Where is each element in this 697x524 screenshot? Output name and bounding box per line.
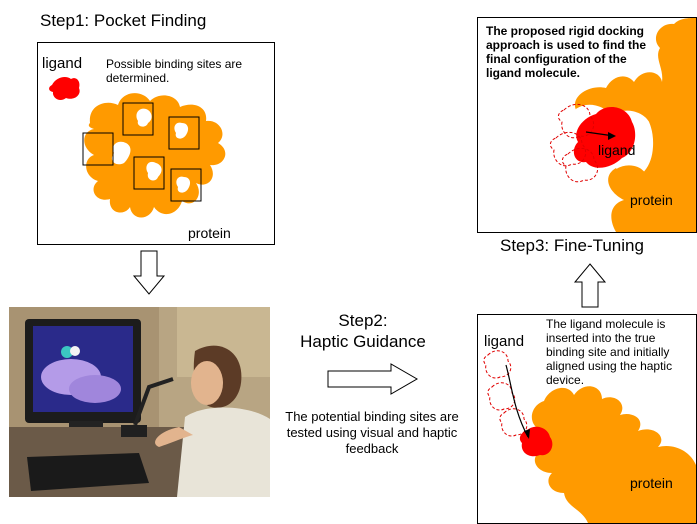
step2-panel: ligand The ligand molecule is inserted i… (477, 314, 697, 524)
ghost-ligand (557, 103, 595, 139)
down-arrow-icon (132, 250, 166, 295)
step3-protein-label: protein (630, 192, 673, 208)
step1-ligand-label: ligand (42, 55, 83, 72)
step2-description: The potential binding sites are tested u… (285, 409, 459, 456)
pocket (174, 122, 189, 139)
site-box (133, 156, 165, 190)
ghost-ligand (499, 408, 528, 437)
step3-note: The proposed rigid docking approach is u… (486, 24, 647, 80)
step2-title-line1: Step2: (338, 311, 388, 330)
ligand-blob (49, 77, 80, 101)
step3-panel: The proposed rigid docking approach is u… (477, 17, 697, 233)
step1-protein-label: protein (188, 225, 231, 241)
site-box (170, 168, 202, 202)
step1-panel: ligand Possible binding sites are determ… (37, 42, 275, 245)
step2-illustration (483, 350, 696, 523)
step3-ligand-label: ligand (598, 142, 636, 158)
step1-note: Possible binding sites are determined. (106, 57, 243, 85)
step2-panel-note: The ligand molecule is inserted into the… (546, 317, 673, 387)
up-arrow-icon (573, 263, 607, 308)
site-box (82, 132, 114, 166)
ghost-ligand (487, 382, 516, 411)
protein-blob (84, 93, 226, 218)
step3-illustration (549, 18, 696, 232)
pocket (111, 141, 131, 165)
site-box (122, 102, 154, 136)
step2-title-line2: Haptic Guidance (300, 332, 426, 351)
ghost-ligand (483, 350, 512, 379)
pocket (136, 108, 152, 127)
step2-panel-protein-label: protein (630, 475, 673, 491)
step3-title: Step3: Fine-Tuning (500, 236, 644, 255)
ghost-ligand (549, 131, 587, 167)
right-arrow-icon (327, 363, 419, 395)
step1-illustration (49, 77, 226, 218)
pocket (146, 161, 162, 181)
pocket (176, 176, 191, 193)
protein-blob (574, 18, 696, 232)
protein-blob (527, 386, 696, 523)
ghost-ligand (561, 147, 599, 183)
step1-title: Step1: Pocket Finding (40, 11, 207, 30)
ligand-blob (573, 107, 636, 168)
step2-panel-ligand-label: ligand (484, 333, 525, 350)
site-box (168, 116, 200, 150)
haptic-setup-photo (9, 307, 270, 497)
trajectory-arrow (505, 364, 529, 438)
